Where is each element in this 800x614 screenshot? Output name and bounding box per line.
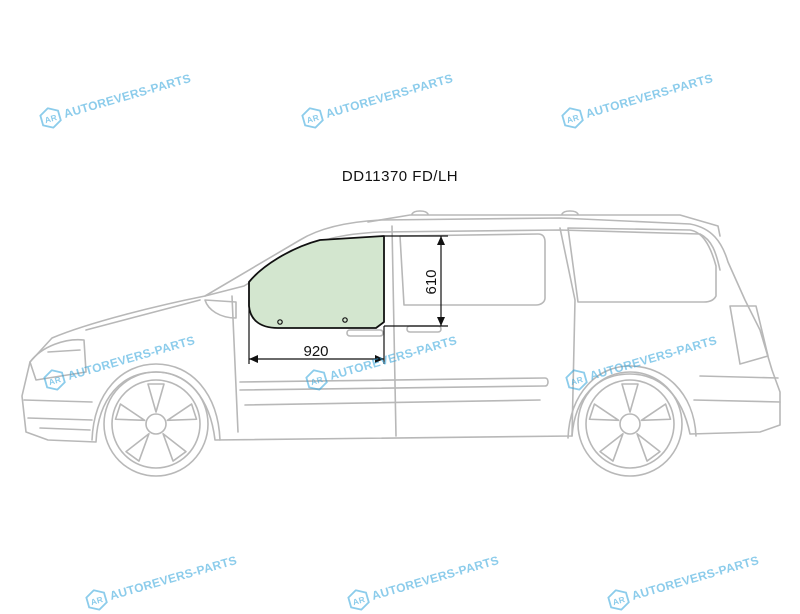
width-dimension bbox=[248, 300, 385, 364]
glass-mount-hole-left bbox=[277, 319, 283, 325]
autorevers-logo-icon: AR bbox=[565, 369, 588, 391]
front-door-glass bbox=[248, 235, 385, 329]
watermark: AR AUTOREVERS-PARTS bbox=[41, 329, 198, 393]
svg-text:AR: AR bbox=[352, 595, 366, 607]
svg-text:AR: AR bbox=[566, 113, 580, 125]
watermark: AR AUTOREVERS-PARTS bbox=[563, 329, 720, 393]
svg-text:AR: AR bbox=[48, 375, 62, 387]
autorevers-logo-icon: AR bbox=[561, 107, 584, 129]
watermark: AR AUTOREVERS-PARTS bbox=[299, 67, 456, 131]
width-dimension-label: 920 bbox=[303, 343, 328, 360]
height-dimension bbox=[384, 235, 448, 327]
svg-text:AR: AR bbox=[44, 113, 58, 125]
svg-text:AR: AR bbox=[306, 113, 320, 125]
svg-text:AR: AR bbox=[90, 595, 104, 607]
autorevers-logo-icon: AR bbox=[39, 107, 62, 129]
autorevers-logo-icon: AR bbox=[301, 107, 324, 129]
svg-text:AR: AR bbox=[310, 375, 324, 387]
svg-text:AR: AR bbox=[612, 595, 626, 607]
watermark: AR AUTOREVERS-PARTS bbox=[37, 67, 194, 131]
vehicle-side-diagram: 920 610 bbox=[21, 210, 781, 477]
watermark: AR AUTOREVERS-PARTS bbox=[559, 67, 716, 131]
autorevers-logo-icon: AR bbox=[43, 369, 66, 391]
autorevers-logo-icon: AR bbox=[305, 369, 328, 391]
glass-mount-hole-right bbox=[342, 317, 348, 323]
svg-text:AR: AR bbox=[570, 375, 584, 387]
height-dimension-label: 610 bbox=[423, 269, 440, 294]
minivan-outline bbox=[21, 210, 781, 477]
part-code-title: DD11370 FD/LH bbox=[341, 168, 459, 185]
watermark: AR AUTOREVERS-PARTS bbox=[303, 329, 460, 393]
